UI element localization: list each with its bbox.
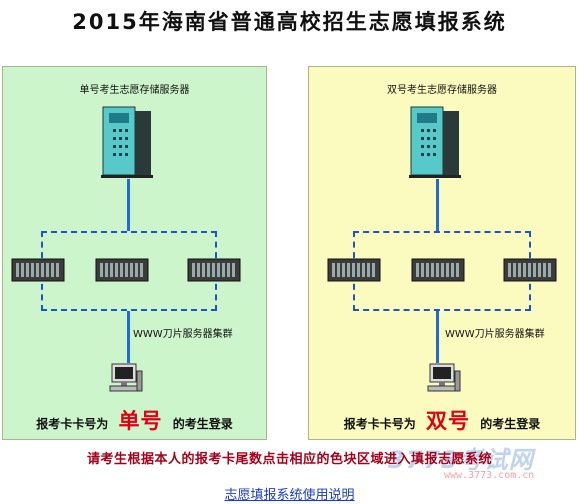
cluster-label: WWW刀片服务器集群 xyxy=(445,329,545,340)
instruction-text: 请考生根据本人的报考卡尾数点击相应的色块区域进入填报志愿系统 xyxy=(86,452,492,467)
blade-server-icon xyxy=(11,258,65,282)
login-suffix: 的考生登录 xyxy=(172,417,233,431)
blade-server-icon xyxy=(503,258,557,282)
computer-icon xyxy=(427,363,461,392)
computer-icon xyxy=(109,363,143,392)
storage-server-icon xyxy=(409,106,461,178)
odd-login-link[interactable]: 报考卡卡号为 单号 的考生登录 xyxy=(3,405,266,435)
connector-line xyxy=(127,311,130,363)
watermark-logo: 3773考试网 www.3773.com.cn xyxy=(380,438,570,498)
blade-server-icon xyxy=(187,258,241,282)
connector-line xyxy=(436,311,439,363)
page-title: 2015年海南省普通高校招生志愿填报系统 xyxy=(72,10,507,34)
even-number-panel[interactable]: 双号考生志愿存储服务器 xyxy=(308,66,576,440)
help-link[interactable]: 志愿填报系统使用说明 xyxy=(224,488,355,503)
even-server-title: 双号考生志愿存储服务器 xyxy=(387,85,497,96)
blade-server-icon xyxy=(411,258,465,282)
storage-server-icon xyxy=(101,106,153,178)
login-prefix: 报考卡卡号为 xyxy=(343,417,416,431)
odd-number-panel[interactable]: 单号考生志愿存储服务器 xyxy=(2,66,267,440)
odd-number-label: 单号 xyxy=(118,409,163,433)
connector-line xyxy=(436,179,439,231)
even-login-link[interactable]: 报考卡卡号为 双号 的考生登录 xyxy=(309,405,575,435)
watermark-url: www.3773.com.cn xyxy=(444,470,535,481)
even-number-label: 双号 xyxy=(426,409,470,433)
blade-server-icon xyxy=(327,258,381,282)
connector-line xyxy=(127,179,130,231)
login-prefix: 报考卡卡号为 xyxy=(36,417,109,431)
blade-server-icon xyxy=(95,258,149,282)
watermark-text: 3773考试网 xyxy=(388,446,534,474)
login-suffix: 的考生登录 xyxy=(480,417,541,431)
cluster-label: WWW刀片服务器集群 xyxy=(133,329,233,340)
odd-server-title: 单号考生志愿存储服务器 xyxy=(79,85,190,96)
